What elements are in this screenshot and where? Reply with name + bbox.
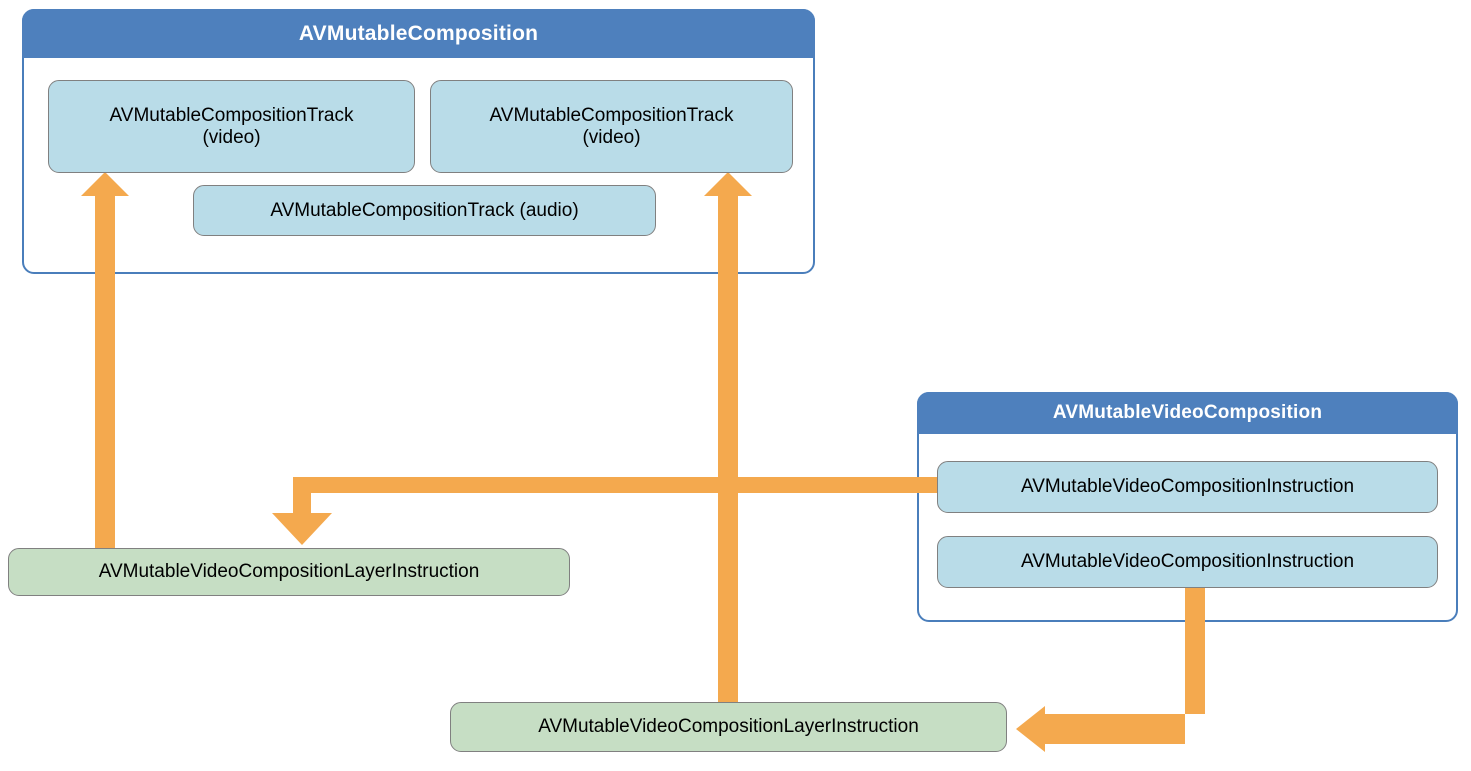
video-composition-layer-instruction-2[interactable]: AVMutableVideoCompositionLayerInstructio… <box>450 702 1007 752</box>
composition-track-video-2[interactable]: AVMutableCompositionTrack (video) <box>430 80 793 173</box>
composition-track-audio[interactable]: AVMutableCompositionTrack (audio) <box>193 185 656 236</box>
video-composition-instruction-1[interactable]: AVMutableVideoCompositionInstruction <box>937 461 1438 513</box>
video-composition-layer-instruction-1[interactable]: AVMutableVideoCompositionLayerInstructio… <box>8 548 570 596</box>
arrow-instruction-1-to-layer-instruction-1 <box>272 477 938 545</box>
composition-track-video-1[interactable]: AVMutableCompositionTrack (video) <box>48 80 415 173</box>
avmutablevideocomposition-header: AVMutableVideoComposition <box>917 392 1458 434</box>
video-composition-instruction-2[interactable]: AVMutableVideoCompositionInstruction <box>937 536 1438 588</box>
avmutablecomposition-header: AVMutableComposition <box>22 9 815 58</box>
